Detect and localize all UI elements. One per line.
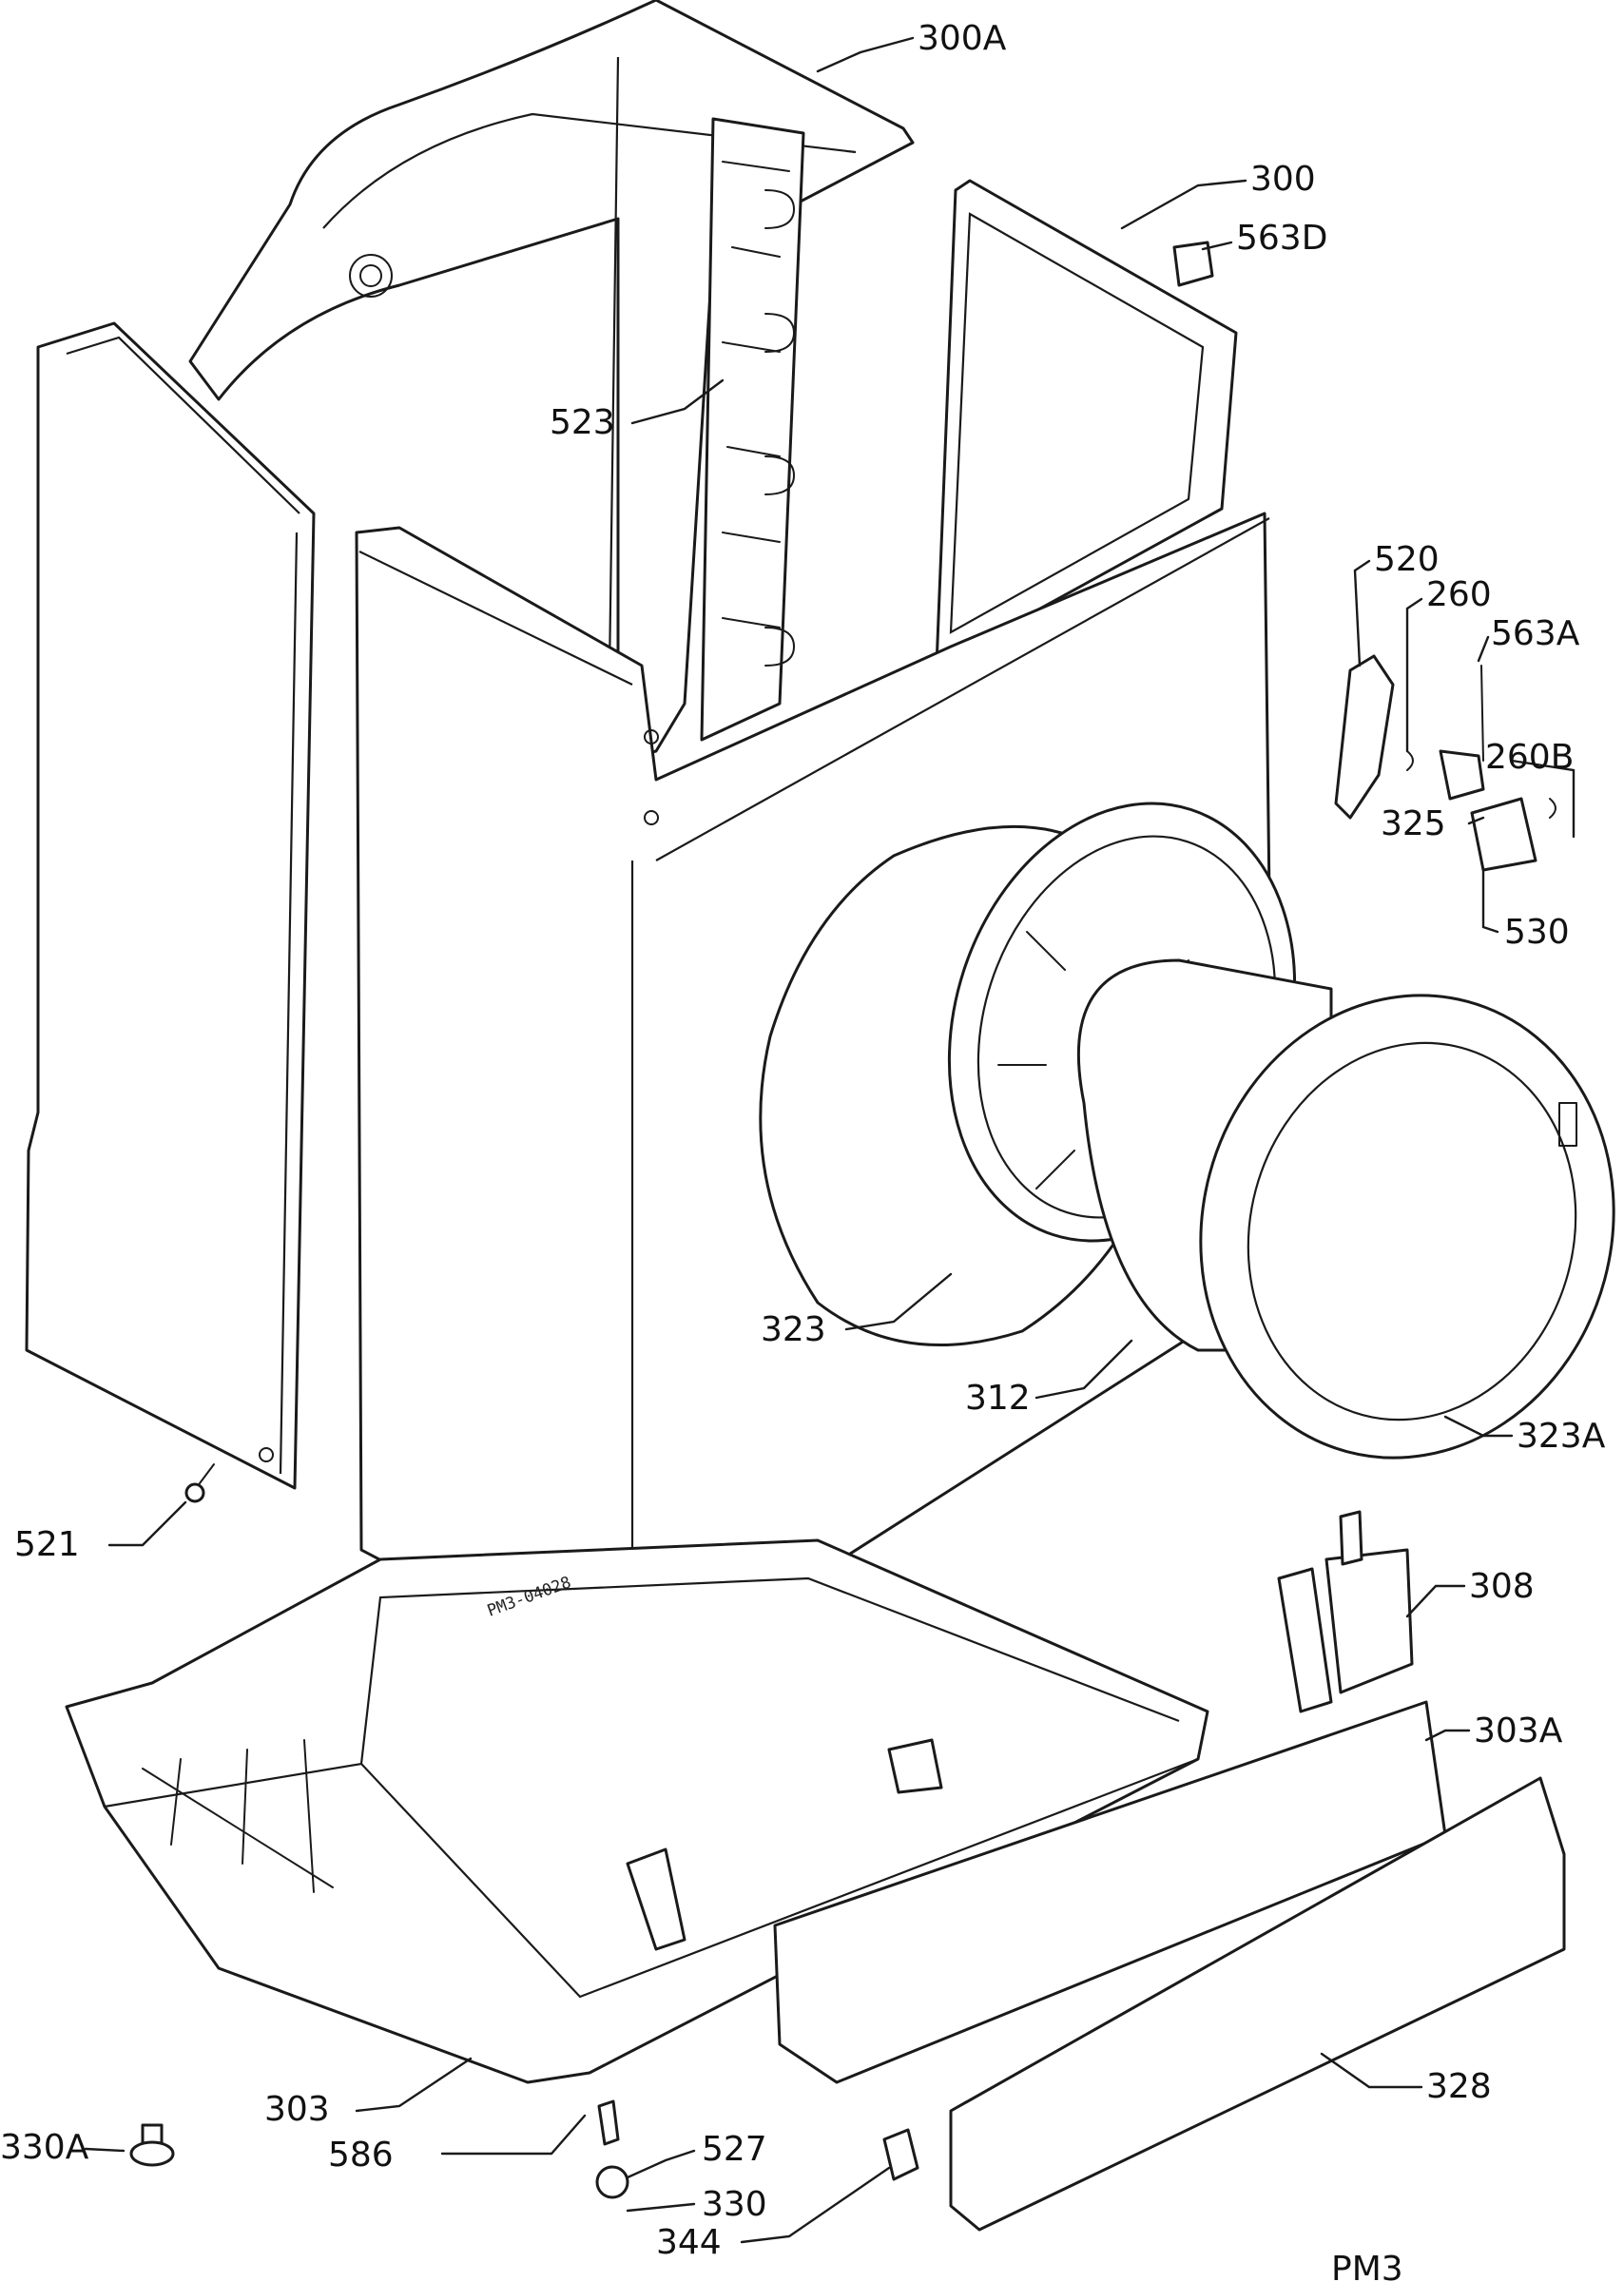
leader-330 <box>626 2202 696 2213</box>
leader-523 <box>630 378 725 425</box>
door-lock-assembly <box>1334 654 1556 872</box>
leader-303a <box>1424 1729 1471 1742</box>
callout-303a: 303A <box>1474 1712 1563 1750</box>
top-fixing-bracket <box>1172 241 1214 287</box>
leader-330a <box>84 2147 126 2153</box>
left-side-panel <box>25 321 316 1490</box>
leader-328 <box>1320 2052 1423 2089</box>
callout-527: 527 <box>702 2130 767 2169</box>
leader-323a <box>1443 1415 1514 1438</box>
leader-325 <box>1467 816 1485 825</box>
leader-lines <box>84 36 1576 2244</box>
callout-300a: 300A <box>918 19 1007 58</box>
callout-563d: 563D <box>1236 219 1327 258</box>
base-frame <box>65 1538 1209 2084</box>
callout-300: 300 <box>1250 160 1316 199</box>
callout-530: 530 <box>1504 913 1570 952</box>
callout-323: 323 <box>761 1310 826 1349</box>
callout-521: 521 <box>14 1525 80 1564</box>
callout-323a: 323A <box>1517 1417 1606 1456</box>
callout-523: 523 <box>550 403 615 442</box>
leader-344 <box>740 2166 891 2244</box>
leader-520 <box>1353 559 1371 667</box>
leader-323 <box>844 1272 953 1331</box>
callout-260: 260 <box>1426 575 1492 614</box>
leader-303 <box>355 2057 473 2113</box>
callout-344: 344 <box>656 2223 722 2262</box>
plinth-front <box>773 1700 1566 2232</box>
leader-527 <box>626 2149 696 2179</box>
leader-300 <box>1120 179 1247 230</box>
leader-586 <box>440 2114 587 2156</box>
callout-328: 328 <box>1426 2067 1492 2106</box>
leader-308 <box>1405 1584 1466 1618</box>
callout-586: 586 <box>328 2136 394 2175</box>
door-hinge <box>1277 1510 1414 1713</box>
adjustable-foot-330 <box>595 2099 629 2199</box>
leader-300a <box>816 36 915 73</box>
screw-521 <box>184 1463 215 1503</box>
callout-labels: 300A 300 563D 523 520 260 563A 260B 325 … <box>0 19 1606 2262</box>
leader-312 <box>1034 1339 1133 1400</box>
callout-520: 520 <box>1374 540 1440 579</box>
leader-530 <box>1481 868 1499 934</box>
callout-330a: 330A <box>0 2128 89 2167</box>
callout-563a: 563A <box>1491 614 1580 653</box>
callout-330: 330 <box>702 2185 767 2224</box>
leader-260 <box>1405 597 1423 753</box>
callout-312: 312 <box>965 1379 1031 1418</box>
callout-303: 303 <box>264 2090 330 2129</box>
page-code: PM3 <box>1331 2250 1403 2282</box>
right-frame <box>935 179 1238 667</box>
leader-521 <box>107 1500 187 1547</box>
leader-563d <box>1201 241 1233 251</box>
leader-563a <box>1477 635 1490 663</box>
callout-325: 325 <box>1381 804 1446 843</box>
inner-support-bracket <box>700 117 805 742</box>
foot-330a <box>129 2123 175 2167</box>
door-ring <box>1199 994 1615 1460</box>
clip-344 <box>882 2128 919 2181</box>
leader-260b <box>1510 759 1576 839</box>
callout-260b: 260B <box>1485 738 1574 777</box>
callout-308: 308 <box>1469 1567 1535 1606</box>
